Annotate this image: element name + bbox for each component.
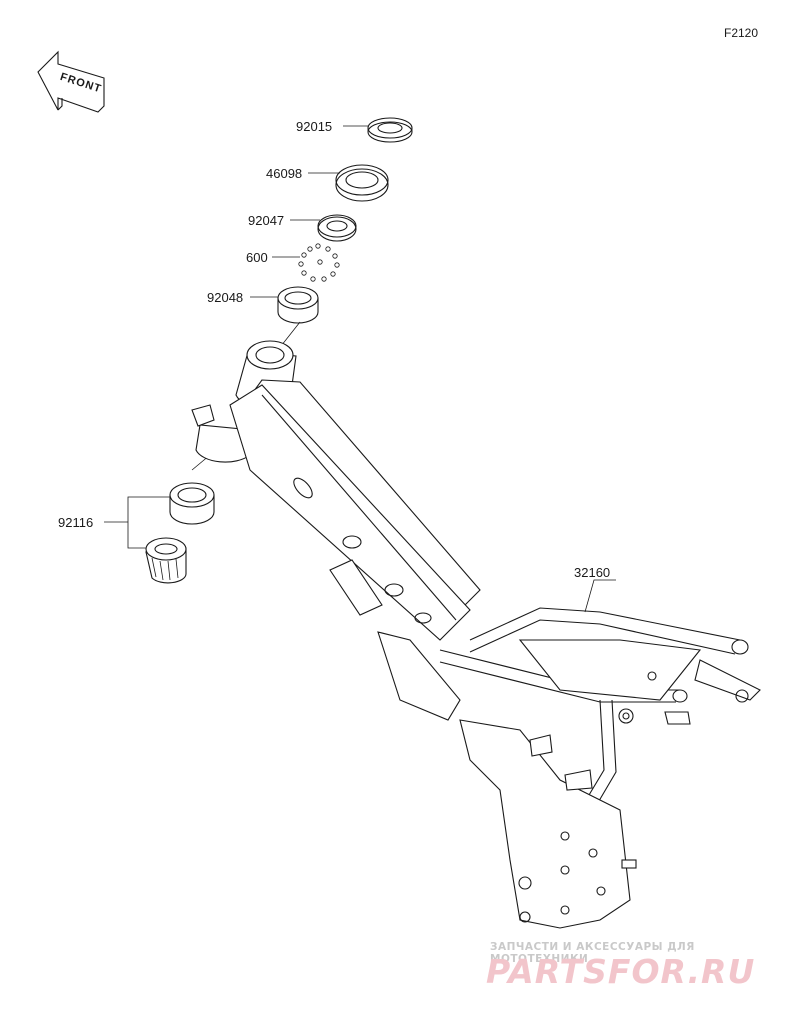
part-92116-bearing-drawing: [145, 537, 187, 584]
watermark-logo: PARTSFOR.RU: [486, 952, 756, 991]
part-number-46098: 46098: [266, 166, 302, 181]
part-92047-drawing: [317, 214, 357, 242]
leader-92116-bracket: [127, 496, 170, 549]
front-arrow-icon: FRONT: [37, 50, 105, 113]
watermark-tagline: ЗАПЧАСТИ И АКСЕССУАРЫ ДЛЯ МОТОТЕХНИКИ: [490, 941, 695, 965]
part-92048-drawing: [277, 286, 319, 324]
part-600-drawing: [298, 243, 340, 282]
frame-drawing: [191, 340, 761, 929]
part-92015-drawing: [367, 117, 413, 143]
part-number-92047: 92047: [248, 213, 284, 228]
diagram-code: F2120: [724, 26, 759, 40]
part-number-600: 600: [246, 250, 268, 265]
part-92116-race-drawing: [169, 482, 215, 525]
part-number-32160: 32160: [574, 565, 610, 580]
part-number-92048: 92048: [207, 290, 243, 305]
part-46098-drawing: [335, 164, 389, 202]
leader-32160: [584, 579, 616, 613]
part-number-92015: 92015: [296, 119, 332, 134]
part-number-92116: 92116: [58, 515, 93, 530]
